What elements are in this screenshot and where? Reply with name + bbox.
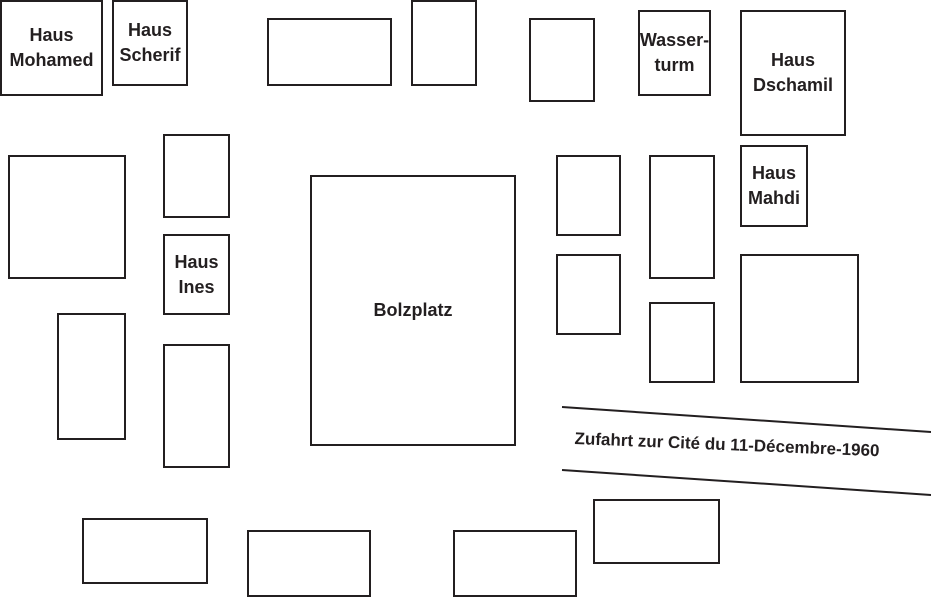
building-haus-scherif[interactable]: Haus Scherif: [112, 0, 188, 86]
road-edge-top: [561, 406, 931, 433]
building[interactable]: [740, 254, 859, 383]
building[interactable]: [8, 155, 126, 279]
bolzplatz-label: Bolzplatz: [373, 300, 453, 320]
building[interactable]: [529, 18, 595, 102]
building-haus-dschamil[interactable]: Haus Dschamil: [740, 10, 846, 136]
building[interactable]: [163, 134, 230, 218]
building-label: Wasser- turm: [639, 30, 710, 75]
building-label: Haus Dschamil: [752, 50, 834, 95]
building-label: Haus Mohamed: [9, 25, 94, 70]
building[interactable]: [453, 530, 577, 597]
building[interactable]: [247, 530, 371, 597]
building[interactable]: [82, 518, 208, 584]
building[interactable]: [593, 499, 720, 564]
building[interactable]: [267, 18, 392, 86]
bolzplatz-field[interactable]: Bolzplatz: [310, 175, 516, 446]
building[interactable]: [649, 302, 715, 383]
building-haus-mahdi[interactable]: Haus Mahdi: [740, 145, 808, 227]
building-wasserturm[interactable]: Wasser- turm: [638, 10, 711, 96]
road-edge-bottom: [561, 469, 931, 496]
building-label: Haus Scherif: [119, 20, 181, 65]
building-haus-mohamed[interactable]: Haus Mohamed: [0, 0, 103, 96]
building[interactable]: [411, 0, 477, 86]
building-label: Haus Mahdi: [748, 163, 800, 208]
building[interactable]: [649, 155, 715, 279]
building-haus-ines[interactable]: Haus Ines: [163, 234, 230, 315]
building[interactable]: [556, 155, 621, 236]
building-label: Haus Ines: [174, 251, 219, 297]
building[interactable]: [556, 254, 621, 335]
building[interactable]: [57, 313, 126, 440]
building[interactable]: [163, 344, 230, 468]
